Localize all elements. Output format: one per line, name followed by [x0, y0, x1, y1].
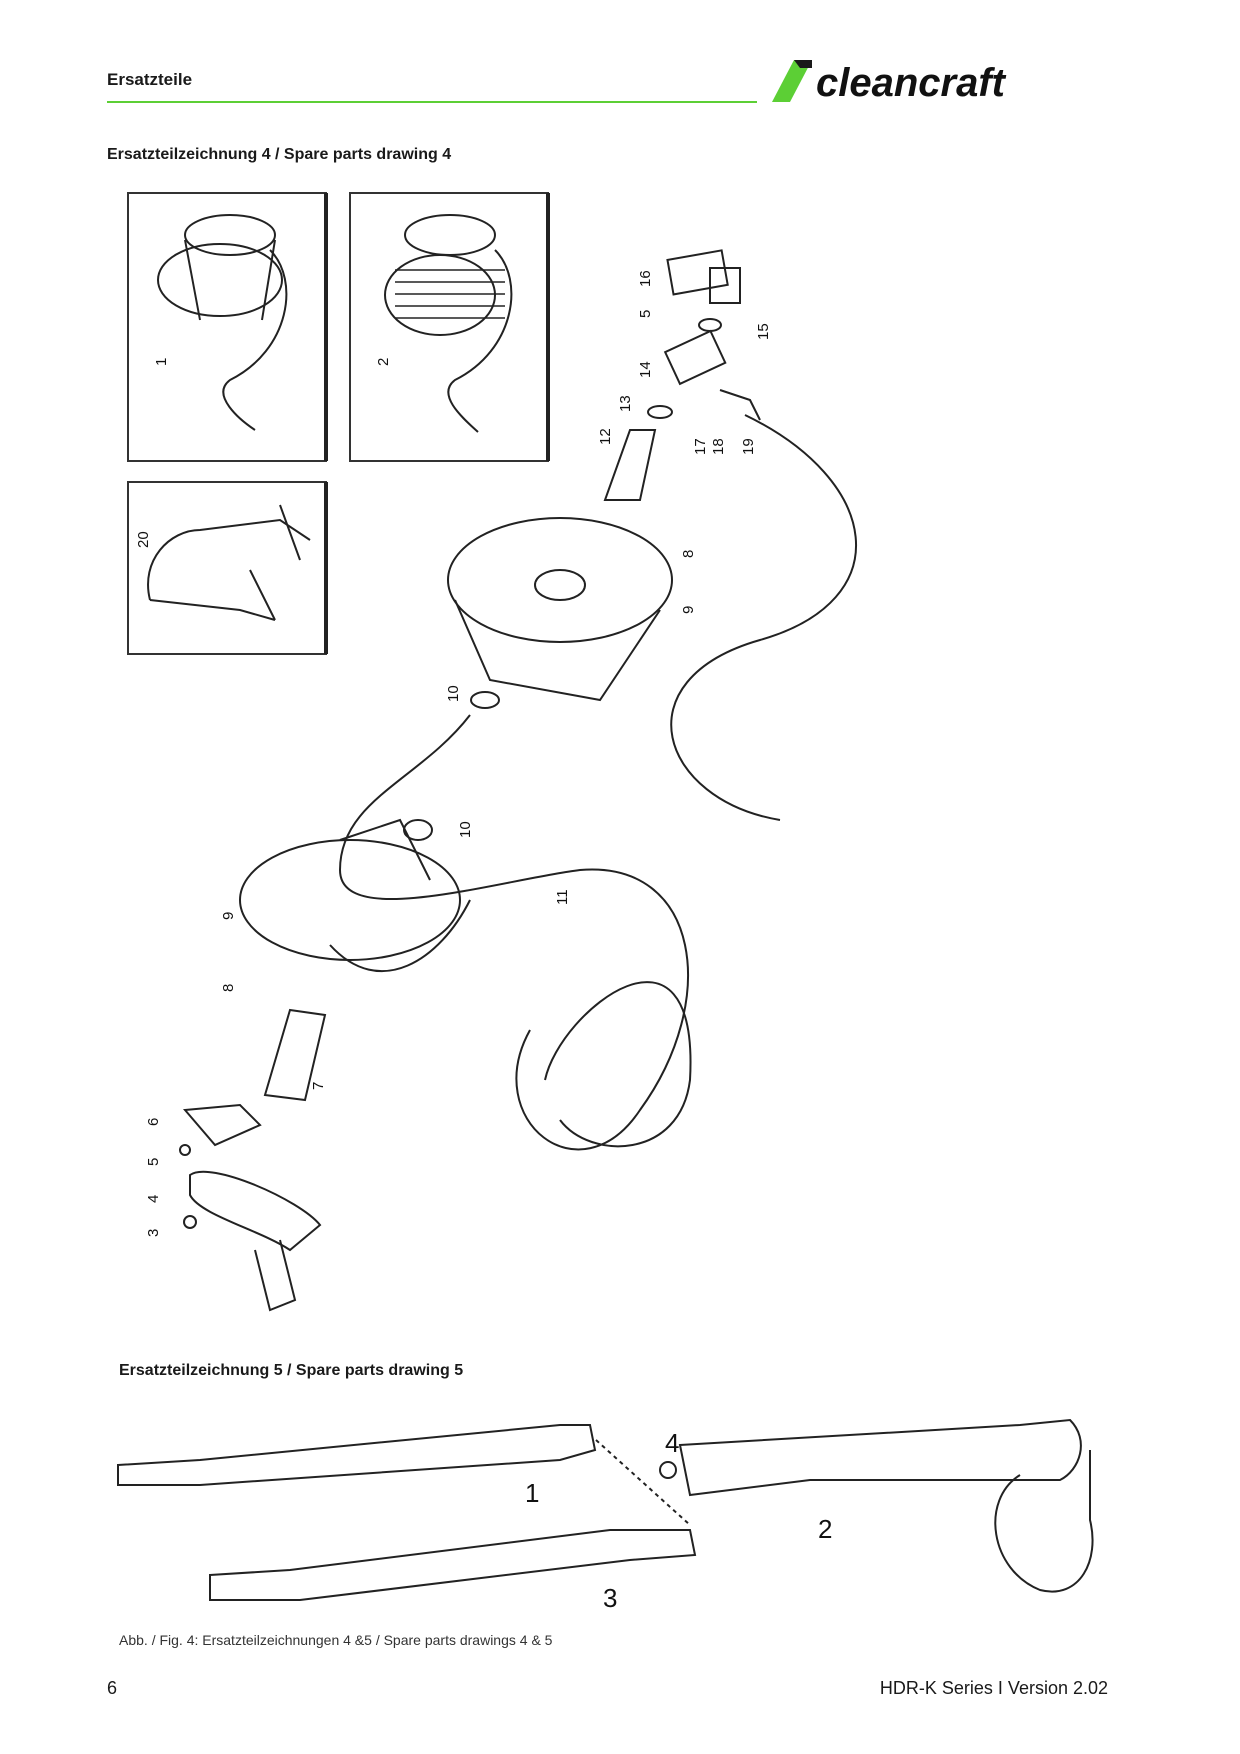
label-lance-3: 3	[603, 1583, 617, 1613]
label-1-inset: 1	[153, 358, 170, 366]
label-11: 11	[554, 889, 571, 905]
label-19: 19	[740, 438, 757, 455]
lance-3	[209, 1529, 697, 1601]
cleancraft-logo: cleancraft	[772, 60, 1007, 104]
label-14: 14	[637, 361, 654, 378]
label-6: 6	[145, 1118, 162, 1126]
label-5-bottom: 5	[145, 1158, 162, 1166]
label-12: 12	[597, 428, 614, 445]
footer-version: HDR-K Series I Version 2.02	[879, 1678, 1108, 1698]
label-9-bottom: 9	[220, 912, 237, 920]
label-9-top: 9	[680, 606, 697, 614]
label-7: 7	[310, 1082, 327, 1090]
label-3: 3	[145, 1229, 162, 1237]
label-5-top: 5	[637, 310, 654, 318]
label-15: 15	[755, 323, 772, 340]
logo-mark-dark	[794, 60, 812, 68]
label-seal-4: 4	[665, 1428, 679, 1458]
spray-gun-2	[659, 1418, 1094, 1593]
label-17: 17	[692, 438, 709, 455]
crank-handle-parts	[179, 1103, 322, 1312]
lance-1	[117, 1424, 597, 1486]
label-16: 16	[637, 270, 654, 287]
label-13: 13	[617, 395, 634, 412]
label-20-inset: 20	[135, 531, 152, 548]
label-gun-2: 2	[818, 1514, 832, 1544]
logo-mark-green	[772, 60, 812, 102]
drawing4-title: Ersatzteilzeichnung 4 / Spare parts draw…	[107, 146, 452, 163]
label-8-top: 8	[680, 550, 697, 558]
label-8-bottom: 8	[220, 984, 237, 992]
header-title: Ersatzteile	[107, 70, 193, 89]
label-10-bottom: 10	[457, 821, 474, 838]
figure-caption: Abb. / Fig. 4: Ersatzteilzeichnungen 4 &…	[119, 1632, 553, 1648]
label-lance-1: 1	[525, 1478, 539, 1508]
inset-box-3	[127, 481, 328, 655]
label-2-inset: 2	[375, 358, 392, 366]
header-rule	[107, 101, 757, 103]
high-pressure-hose	[338, 714, 692, 1151]
label-10-top: 10	[445, 685, 462, 702]
inset-box-2	[349, 192, 550, 462]
reel-shaft	[263, 1008, 327, 1102]
page-number: 6	[107, 1678, 118, 1698]
reel-drum-top	[447, 517, 673, 702]
label-18: 18	[710, 438, 727, 455]
reel-frame	[239, 691, 500, 973]
swivel-assembly	[603, 249, 858, 821]
label-4: 4	[145, 1195, 162, 1203]
connector-line	[595, 1439, 691, 1526]
logo-wordmark: cleancraft	[816, 61, 1007, 104]
drawing5-title: Ersatzteilzeichnung 5 / Spare parts draw…	[119, 1362, 464, 1379]
inset-box-1	[127, 192, 328, 462]
